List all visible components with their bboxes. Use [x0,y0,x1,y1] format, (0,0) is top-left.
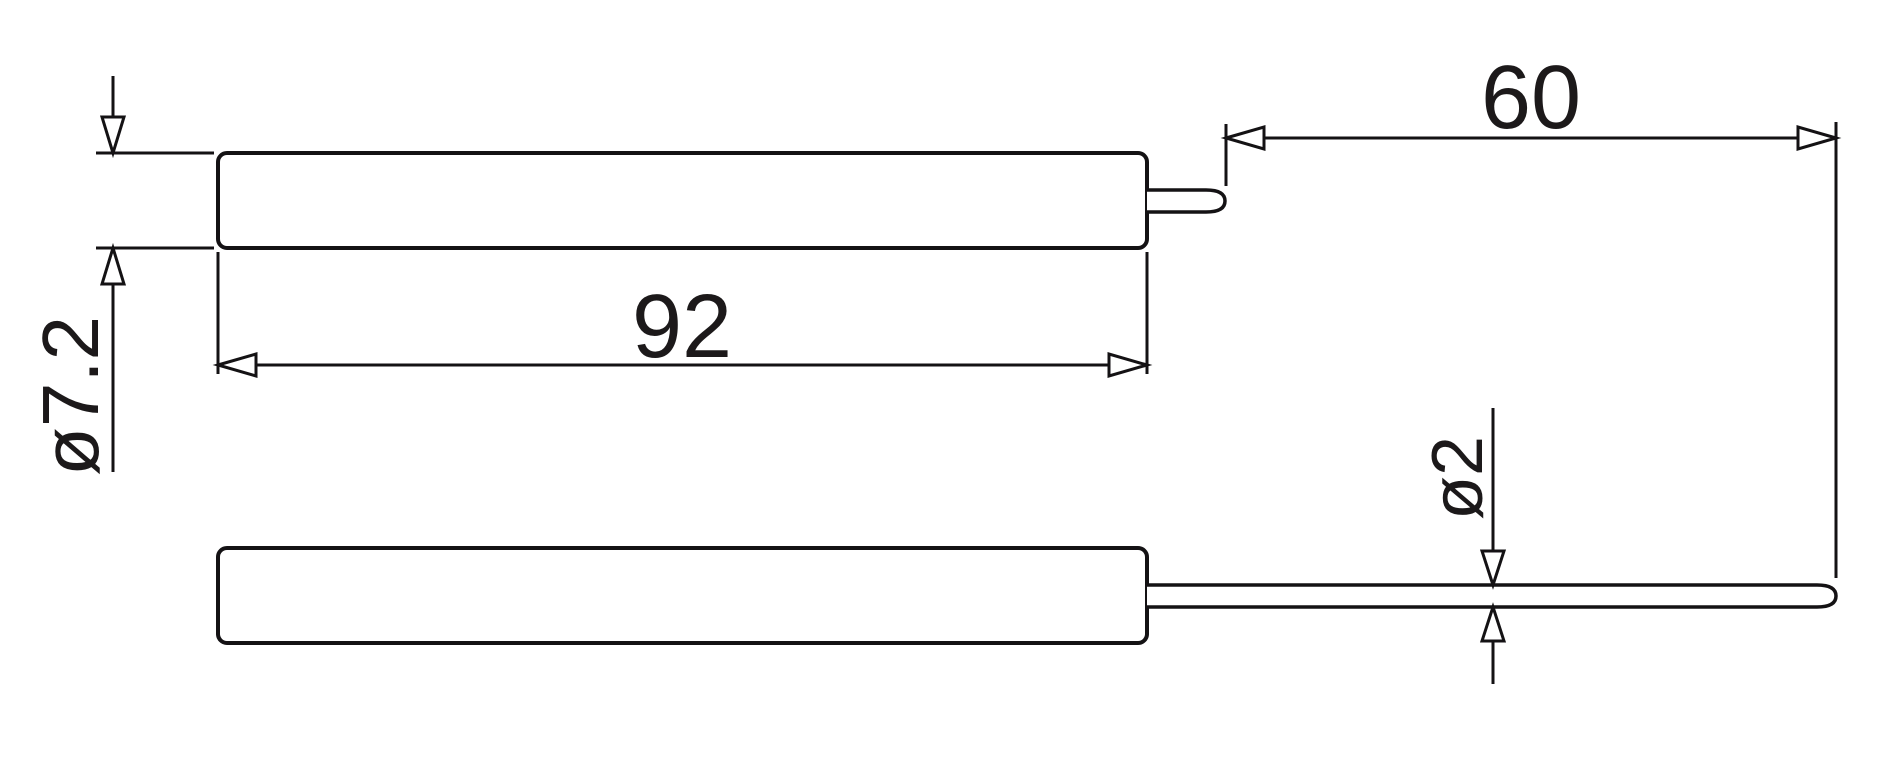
dimension-body-length: 92 [212,252,1153,378]
arrow-right-icon [1796,125,1842,151]
rod-length-label: 60 [1481,48,1581,148]
rod-diameter-label: ø2 [1418,436,1498,520]
dimension-rod-length: 60 [1220,48,1842,578]
arrow-down-icon [99,115,127,159]
dimension-body-diameter: ø7.2 [26,76,214,476]
arrow-down-icon [1479,549,1507,590]
dimension-rod-diameter: ø2 [1418,408,1507,684]
top-view-body-outline [216,151,1149,250]
arrow-up-icon [99,242,127,286]
arrow-left-icon [212,352,258,378]
body-length-label: 92 [632,277,732,377]
arrow-left-icon [1220,125,1266,151]
arrow-up-icon [1479,602,1507,643]
top-view-stub-outline [1147,188,1227,214]
body-diameter-label: ø7.2 [26,316,115,476]
top-view [216,151,1227,250]
bottom-view [216,546,1838,645]
bottom-view-body-outline [216,546,1149,645]
arrow-right-icon [1107,352,1153,378]
bottom-view-rod-outline [1147,583,1838,609]
